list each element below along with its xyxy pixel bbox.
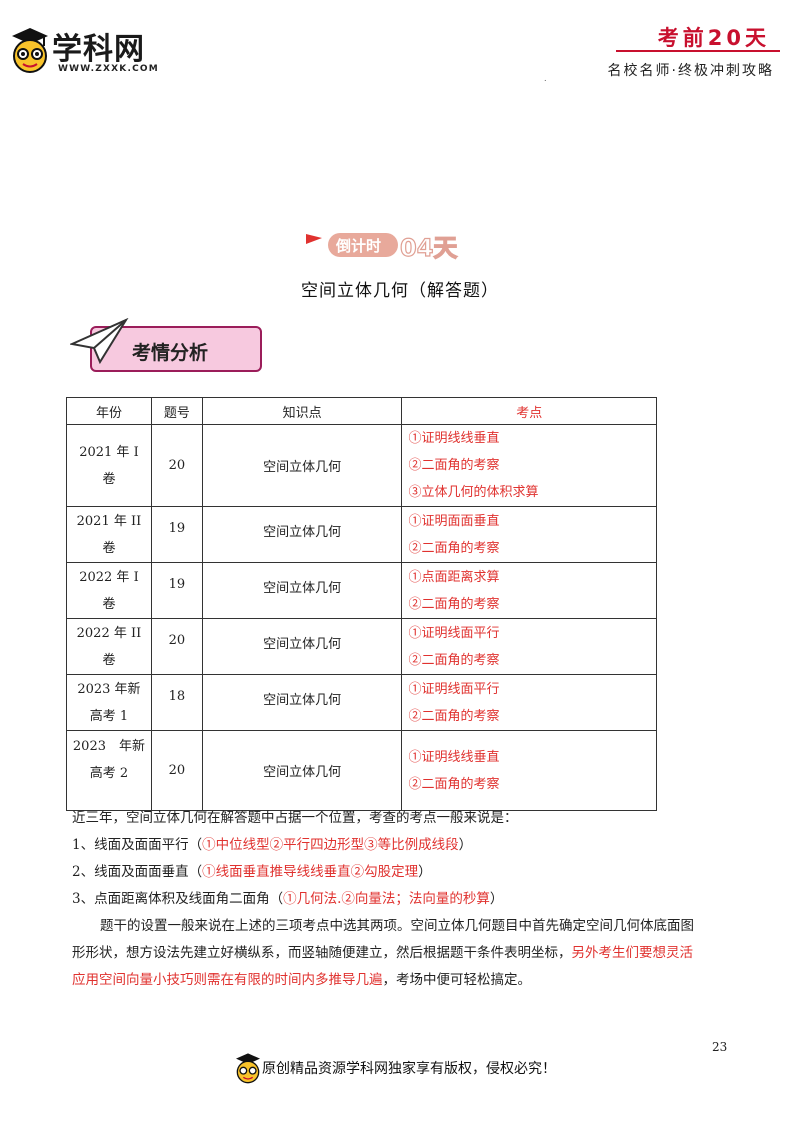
header-number: 题号 xyxy=(150,397,203,425)
header-points: 考点 xyxy=(401,397,657,425)
topic-cell: 空间立体几何 xyxy=(201,618,403,675)
intro-text: 近三年，空间立体几何在解答题中占据一个位置，考查的考点一般来说是： xyxy=(72,810,518,826)
year-cell: 2023 年新高考 2 xyxy=(66,730,152,811)
banner-label: 倒计时 xyxy=(336,237,382,255)
page-number: 23 xyxy=(712,1040,728,1054)
number-cell: 19 xyxy=(150,506,203,563)
banner-flag-icon xyxy=(306,233,398,257)
number-cell: 20 xyxy=(150,618,203,675)
list-item-2: 2、线面及面面垂直（①线面垂直推导线线垂直②勾股定理） xyxy=(72,864,432,880)
header-topic: 知识点 xyxy=(201,397,403,425)
topic-cell: 空间立体几何 xyxy=(201,424,403,507)
header-dot: . xyxy=(544,74,547,83)
logo-text: 学科网 xyxy=(52,32,145,67)
footer-copyright: 原创精品资源学科网独家享有版权，侵权必究！ xyxy=(262,1061,556,1077)
number-cell: 18 xyxy=(150,674,203,731)
summary-line-2: 形形状，想方设法先建立好横纵系，而竖轴随便建立，然后根据题干条件表明坐标，另外考… xyxy=(72,945,693,961)
topic-cell: 空间立体几何 xyxy=(201,730,403,811)
list-item-3: 3、点面距离体积及线面角二面角（①几何法.②向量法；法向量的秒算） xyxy=(72,891,504,907)
header-title: 考前20天 xyxy=(657,26,770,50)
topic-cell: 空间立体几何 xyxy=(201,506,403,563)
summary-line-3: 应用空间向量小技巧则需在有限的时间内多推导几遍，考场中便可轻松搞定。 xyxy=(72,972,531,988)
section-tag-label: 考情分析 xyxy=(132,342,209,364)
number-cell: 20 xyxy=(150,730,203,811)
number-cell: 19 xyxy=(150,562,203,619)
header-divider xyxy=(616,50,780,52)
mascot-logo-icon xyxy=(12,28,48,73)
banner-day: 04天 xyxy=(399,233,458,262)
topic-cell: 空间立体几何 xyxy=(201,674,403,731)
year-cell: 2023 年新高考 1 xyxy=(66,674,152,731)
topic-cell: 空间立体几何 xyxy=(201,562,403,619)
paper-plane-icon xyxy=(70,318,129,364)
page-title: 空间立体几何（解答题） xyxy=(301,281,499,301)
countdown-banner: 倒计时 04天 xyxy=(300,228,500,263)
table-header-row: 年份 题号 知识点 考点 xyxy=(66,397,657,425)
summary-line-1: 题干的设置一般来说在上述的三项考点中选其两项。空间立体几何题目中首先确定空间几何… xyxy=(100,918,694,934)
header-year: 年份 xyxy=(66,397,152,425)
footer-mascot-icon xyxy=(236,1053,260,1084)
logo-url: WWW.ZXXK.COM xyxy=(58,64,159,74)
header-subtitle: 名校名师·终极冲刺攻略 xyxy=(607,63,774,79)
number-cell: 20 xyxy=(150,424,203,507)
list-item-1: 1、线面及面面平行（①中位线型②平行四边形型③等比例成线段） xyxy=(72,837,473,853)
